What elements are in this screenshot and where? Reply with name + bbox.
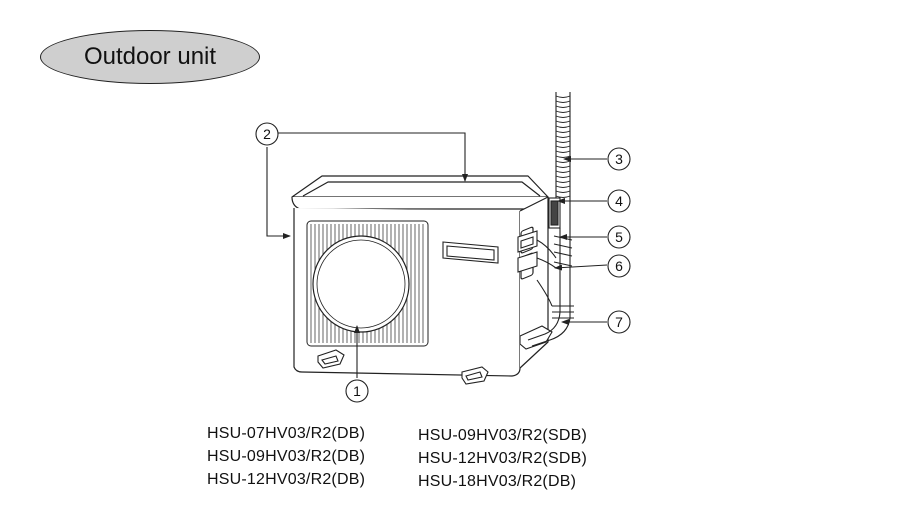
- model-name: HSU-09HV03/R2(SDB): [418, 427, 587, 444]
- page-title: Outdoor unit: [40, 30, 260, 84]
- svg-text:3: 3: [615, 151, 623, 167]
- callout-4: 4: [607, 189, 631, 213]
- model-list-right: HSU-09HV03/R2(SDB) HSU-12HV03/R2(SDB) HS…: [418, 424, 587, 493]
- model-name: HSU-18HV03/R2(DB): [418, 473, 577, 490]
- name-plate-illustration: [442, 241, 499, 264]
- model-name: HSU-07HV03/R2(DB): [207, 425, 366, 442]
- svg-text:1: 1: [353, 383, 361, 399]
- fan-grille-illustration: [306, 220, 429, 347]
- svg-text:4: 4: [615, 193, 623, 209]
- callout-6: 6: [607, 254, 631, 278]
- svg-text:7: 7: [615, 314, 623, 330]
- leader-lines: [266, 132, 608, 378]
- model-name: HSU-12HV03/R2(SDB): [418, 450, 587, 467]
- callout-7: 7: [607, 310, 631, 334]
- svg-text:5: 5: [615, 229, 623, 245]
- model-name: HSU-12HV03/R2(DB): [207, 471, 366, 488]
- model-list-left: HSU-07HV03/R2(DB) HSU-09HV03/R2(DB) HSU-…: [207, 422, 365, 491]
- callout-3: 3: [607, 147, 631, 171]
- model-name: HSU-09HV03/R2(DB): [207, 448, 366, 465]
- svg-text:2: 2: [263, 126, 271, 142]
- unit-feet-illustration: [317, 325, 553, 385]
- callout-5: 5: [607, 225, 631, 249]
- callout-2: 2: [255, 122, 279, 146]
- svg-text:6: 6: [615, 258, 623, 274]
- insulated-pipe-illustration: [527, 92, 574, 347]
- side-valve-illustration: [517, 230, 538, 273]
- callout-1: 1: [345, 379, 369, 403]
